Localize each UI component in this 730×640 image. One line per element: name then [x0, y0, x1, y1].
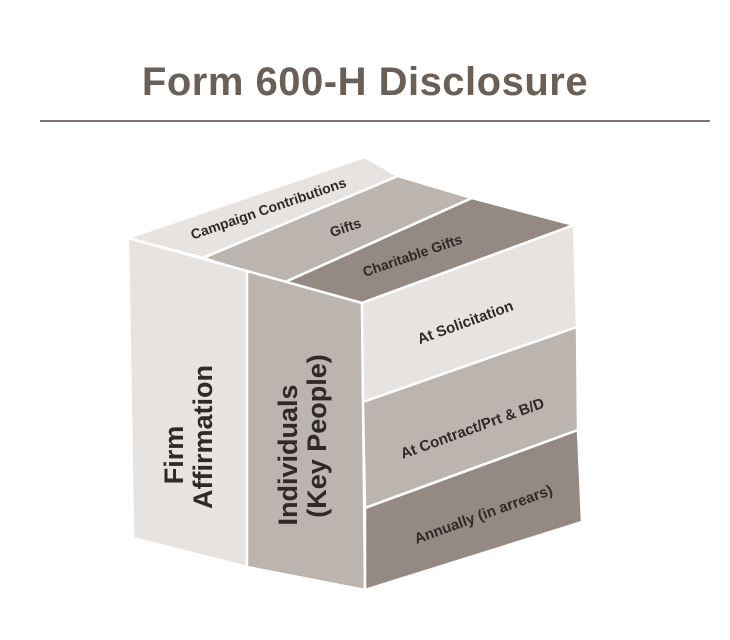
- label-individuals: Individuals: [273, 384, 303, 525]
- label-affirmation: Affirmation: [188, 365, 218, 509]
- right-stripe-annually: [363, 428, 584, 592]
- label-key-people: (Key People): [302, 354, 332, 518]
- title-divider: [40, 120, 710, 122]
- label-firm: Firm: [159, 426, 189, 485]
- page-title: Form 600-H Disclosure: [141, 60, 589, 104]
